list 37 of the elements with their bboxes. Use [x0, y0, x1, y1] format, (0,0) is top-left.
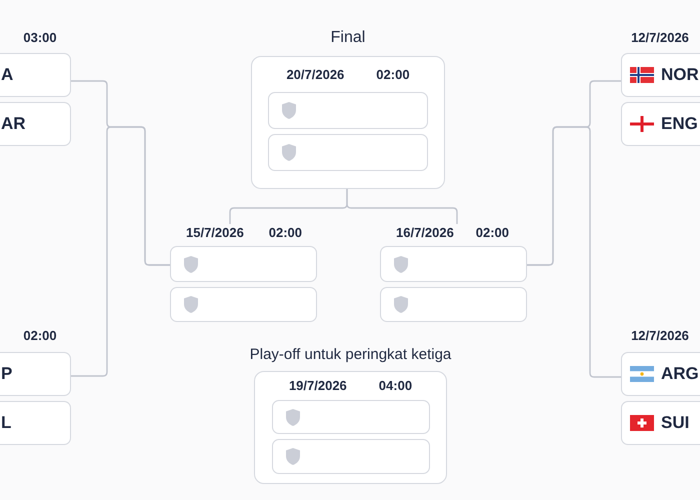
match-time: 02:00 — [268, 224, 302, 240]
match-time: 02:00 — [376, 67, 410, 83]
match-date: 20/7/2026 — [286, 67, 344, 83]
match-time: 02:00 — [476, 224, 509, 240]
bracket-line — [527, 126, 621, 378]
team-name: AR — [1, 114, 26, 134]
match-time: 04:00 — [378, 378, 412, 394]
team-slot — [268, 134, 428, 171]
team-name: L — [1, 413, 12, 433]
match-date: 12/7/2026 — [631, 328, 689, 344]
team-slot — [0, 102, 71, 146]
team-slot — [268, 92, 428, 129]
match-time: 03:00 — [23, 30, 57, 46]
team-slot — [621, 102, 700, 146]
team-name: ARG — [661, 364, 699, 384]
team-name: ENG — [661, 114, 698, 134]
team-name: SUI — [661, 413, 690, 433]
team-slot — [272, 400, 430, 434]
team-slot — [0, 401, 71, 445]
team-slot — [272, 439, 430, 474]
match-date: 15/7/2026 — [186, 224, 244, 240]
team-name: P — [1, 364, 12, 384]
team-slot — [170, 287, 317, 322]
team-slot — [621, 401, 700, 445]
team-slot — [170, 246, 317, 282]
team-name: NOR — [661, 65, 699, 85]
team-name: A — [1, 65, 14, 85]
team-slot — [380, 246, 527, 282]
match-date: 19/7/2026 — [288, 378, 347, 394]
bracket-line — [71, 126, 170, 377]
match-time: 02:00 — [23, 328, 57, 344]
section-title: Final — [330, 28, 366, 48]
bracket-line — [346, 189, 458, 224]
team-slot — [380, 287, 527, 322]
match-date: 12/7/2026 — [631, 30, 689, 46]
match-date: 16/7/2026 — [396, 224, 454, 240]
section-title: Play-off untuk peringkat ketiga — [250, 345, 452, 365]
